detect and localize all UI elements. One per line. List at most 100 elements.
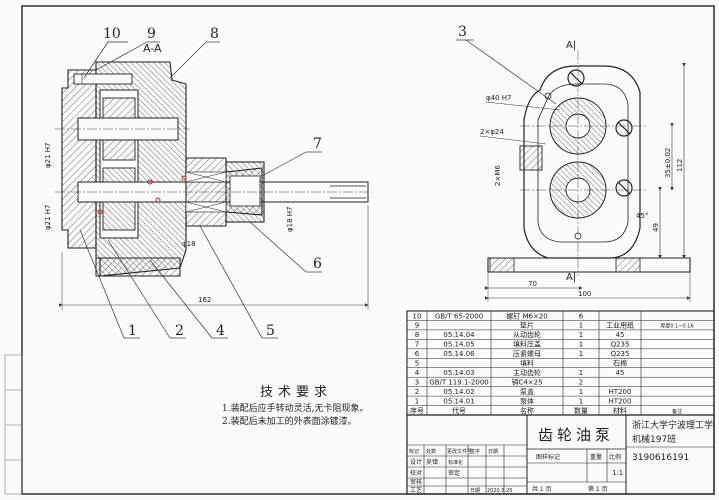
parts-cell-no: 8 bbox=[415, 331, 419, 339]
parts-cell-no: 9 bbox=[415, 322, 419, 330]
sheet-number: 第 1 页 bbox=[588, 485, 608, 493]
parts-cell-name: 螺钉 M6×20 bbox=[506, 311, 548, 320]
parts-cell-name: 填料 bbox=[520, 359, 534, 368]
parts-cell-name: 泵体 bbox=[520, 396, 534, 405]
dim-mid: φ18 bbox=[182, 240, 196, 248]
dim-24: 2×φ24 bbox=[480, 128, 504, 136]
pump-cover bbox=[61, 69, 97, 249]
parts-cell-code: 05.14.02 bbox=[443, 388, 474, 396]
scale-label: 比例 bbox=[609, 453, 621, 461]
parts-header-no: 序号 bbox=[410, 406, 424, 415]
dim-49: 49 bbox=[652, 223, 660, 232]
parts-header-name: 名称 bbox=[520, 406, 534, 415]
bolt-hole-top bbox=[567, 69, 585, 87]
parts-cell-code: 05.14.04 bbox=[443, 331, 475, 339]
approve-label: 审定 bbox=[448, 469, 460, 477]
parts-cell-material: 45 bbox=[616, 331, 625, 339]
left-margin-strip bbox=[4, 354, 23, 495]
parts-list-row-lines bbox=[407, 320, 714, 406]
section-label: A-A bbox=[143, 42, 162, 55]
check-label: 校对 bbox=[410, 469, 422, 477]
parts-cell-name: 压紧螺母 bbox=[513, 349, 541, 358]
parts-header-material: 材料 bbox=[613, 406, 627, 415]
rev-h-1: 处数 bbox=[426, 448, 436, 455]
parts-cell-name: 从动齿轮 bbox=[513, 330, 541, 339]
parts-header-code: 代号 bbox=[452, 406, 466, 415]
parts-cell-name: 主动齿轮 bbox=[513, 368, 541, 377]
parts-cell-code: 05.14.01 bbox=[443, 397, 474, 405]
dim-left-2: φ21 H7 bbox=[44, 205, 52, 230]
callout-9: 9 bbox=[147, 26, 156, 42]
parts-header-note: 备注 bbox=[672, 408, 682, 415]
stage-label: 图样标记 bbox=[536, 453, 560, 461]
student-id: 3190616191 bbox=[632, 453, 689, 463]
tech-req-item-1: 1.装配后应手转动灵活,无卡阻现象。 bbox=[222, 404, 369, 414]
parts-cell-qty: 6 bbox=[579, 312, 584, 320]
dim-162: 162 bbox=[198, 296, 211, 304]
dim-100: 100 bbox=[578, 290, 591, 298]
parts-cell-no: 7 bbox=[415, 341, 419, 349]
parts-cell-code: GB/T 119.1-2000 bbox=[429, 378, 488, 386]
parts-cell-material: 45 bbox=[616, 369, 625, 377]
parts-cell-material: Q235 bbox=[611, 341, 630, 349]
callouts-left: 10 9 8 7 6 1 2 4 5 bbox=[79, 26, 322, 339]
parts-cell-qty: 1 bbox=[579, 369, 583, 377]
dim-35: 35±0.02 bbox=[664, 148, 672, 178]
title-block-grid bbox=[406, 414, 715, 495]
callout-2: 2 bbox=[175, 323, 184, 339]
parts-cell-qty: 1 bbox=[579, 388, 583, 396]
parts-cell-qty: 1 bbox=[579, 331, 583, 339]
parts-cell-name: 填料压盖 bbox=[513, 340, 541, 349]
rev-h-3: 签字 bbox=[470, 448, 480, 455]
parts-cell-code: 05.14.03 bbox=[443, 369, 474, 377]
dim-2m: 2×M6 bbox=[494, 165, 502, 186]
parts-cell-material: 工业用纸 bbox=[606, 321, 634, 330]
craft-label: 工艺 bbox=[410, 486, 422, 494]
view-label-bottom: A| bbox=[566, 272, 576, 283]
parts-cell-no: 3 bbox=[415, 378, 419, 386]
title-block-text: 齿轮油泵 浙江大学宁波理工学 机械197班 3190616191 图样标记 重量… bbox=[409, 419, 713, 494]
parts-cell-qty: 1 bbox=[579, 322, 583, 330]
callout-5: 5 bbox=[266, 323, 275, 339]
weight-label: 重量 bbox=[590, 453, 602, 461]
parts-cell-code: GB/T 65-2000 bbox=[435, 312, 483, 320]
rev-h-0: 标记 bbox=[409, 448, 419, 455]
scale-value: 1:1 bbox=[612, 469, 623, 477]
parts-cell-no: 6 bbox=[415, 350, 420, 358]
date-label: 日期 bbox=[470, 488, 480, 494]
sheet-border bbox=[21, 5, 715, 495]
parts-cell-no: 4 bbox=[415, 369, 420, 377]
dimensions-right: 70 100 35±0.02 112 49 45° φ40 H7 2×φ24 2… bbox=[479, 63, 691, 302]
parts-cell-qty: 2 bbox=[579, 378, 583, 386]
parts-cell-code: 05.14.05 bbox=[443, 341, 474, 349]
callout-7: 7 bbox=[313, 136, 322, 152]
callout-10: 10 bbox=[103, 26, 121, 42]
dim-40: φ40 H7 bbox=[486, 94, 511, 102]
parts-cell-material: HT200 bbox=[609, 397, 632, 405]
parts-cell-qty: 1 bbox=[579, 397, 583, 405]
drawing-title: 齿轮油泵 bbox=[538, 426, 614, 444]
bolt-hole-right-lower bbox=[615, 179, 633, 197]
parts-header-qty: 数量 bbox=[574, 406, 588, 415]
callout-8: 8 bbox=[210, 26, 219, 42]
dim-70: 70 bbox=[528, 280, 537, 288]
cover-bolt bbox=[73, 73, 133, 85]
sheets-total: 共 1 页 bbox=[532, 485, 552, 493]
tech-req-title: 技术要求 bbox=[260, 385, 333, 400]
parts-cell-no: 5 bbox=[415, 360, 419, 368]
bolt-hole-right bbox=[615, 119, 633, 137]
standardize-label: 标准化 bbox=[448, 459, 463, 466]
dimensions-left: 162 φ21 H7 φ21 H7 φ18 φ18 H7 bbox=[44, 143, 369, 310]
callout-1: 1 bbox=[128, 323, 137, 339]
designer: 吴镇 bbox=[426, 458, 438, 466]
org-line-1: 浙江大学宁波理工学 bbox=[632, 419, 713, 431]
tech-req-item-2: 2.装配后未加工的外表面涂镀漆。 bbox=[222, 417, 357, 427]
side-view bbox=[487, 50, 691, 276]
parts-cell-code: 05.14.06 bbox=[443, 350, 475, 358]
design-label: 设计 bbox=[410, 458, 422, 466]
parts-cell-note: 厚度0.1~0.16 bbox=[660, 323, 693, 330]
callout-6: 6 bbox=[313, 256, 322, 272]
